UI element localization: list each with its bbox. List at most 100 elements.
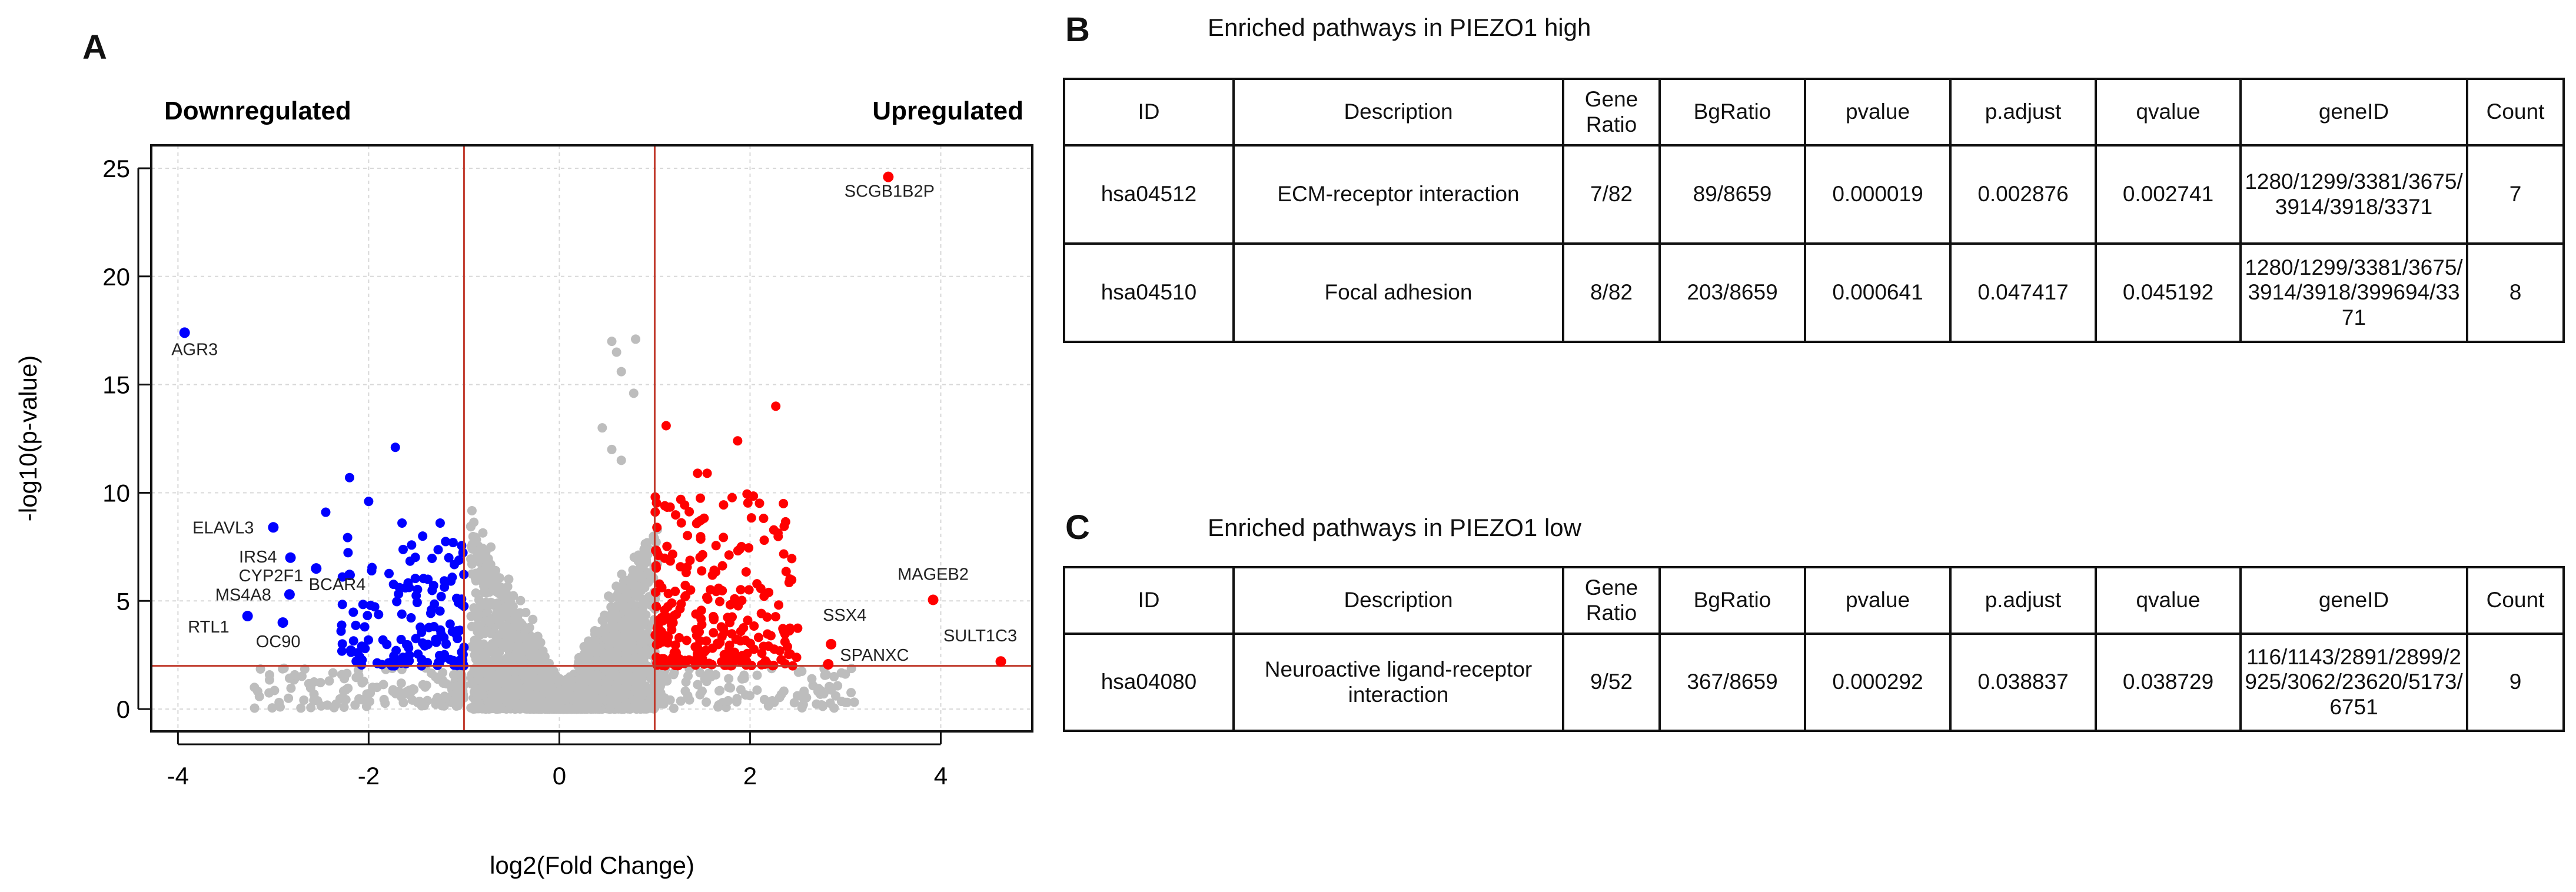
gene-label: MS4A8	[215, 585, 271, 604]
ns-point	[470, 574, 480, 584]
column-header: Gene Ratio	[1562, 78, 1661, 147]
downregulated-point	[367, 566, 377, 576]
upregulated-point	[670, 510, 680, 520]
ns-point	[528, 614, 538, 624]
upregulated-point	[660, 605, 670, 615]
ns-point	[511, 644, 521, 654]
ns-point	[527, 674, 537, 684]
ns-point	[482, 607, 492, 617]
upregulated-point	[723, 613, 733, 623]
ns-point	[481, 547, 491, 557]
ns-point	[516, 595, 526, 605]
ns-point	[471, 588, 481, 598]
ns-point	[665, 695, 675, 705]
ns-point	[446, 681, 456, 691]
upregulated-point	[652, 601, 662, 611]
ns-point	[368, 683, 378, 693]
upregulated-point	[774, 600, 784, 610]
ns-point	[630, 685, 640, 695]
points-layer	[250, 334, 859, 714]
ns-point	[570, 682, 580, 692]
upregulated-point	[702, 468, 712, 478]
upregulated-point	[744, 543, 754, 553]
downregulated-point	[457, 600, 467, 610]
upregulated-point	[676, 518, 686, 528]
table-cell: 1280/1299/3381/3675/3914/3918/3371	[2239, 144, 2468, 245]
ns-point	[515, 608, 525, 618]
ns-point	[651, 699, 661, 709]
downregulated-point	[428, 581, 438, 591]
ns-point	[286, 683, 296, 693]
ns-point	[616, 367, 626, 377]
ns-point	[636, 657, 646, 667]
downregulated-point	[444, 552, 454, 563]
column-header: Count	[2466, 78, 2565, 147]
ns-point	[548, 674, 558, 684]
ns-point	[724, 674, 734, 684]
ns-point	[284, 693, 294, 703]
upregulated-point	[724, 644, 734, 654]
upregulated-point	[719, 624, 729, 634]
ns-point	[627, 599, 637, 609]
upregulated-point	[663, 638, 673, 648]
labeled-point-agr3	[179, 327, 190, 338]
ns-point	[797, 703, 807, 713]
ns-point	[437, 701, 447, 711]
upregulated-point	[684, 507, 694, 517]
downregulated-point	[412, 597, 422, 607]
ns-point	[623, 628, 633, 638]
table-cell: hsa04080	[1063, 633, 1235, 732]
ns-point	[254, 691, 264, 701]
labeled-point-bcar4	[344, 570, 355, 581]
upregulated-point	[660, 501, 670, 511]
table-cell: 0.038729	[2095, 633, 2242, 732]
ns-point	[846, 688, 856, 698]
labeled-point-mageb2	[928, 594, 939, 605]
ns-point	[548, 666, 558, 676]
upregulated-point	[771, 401, 781, 411]
ns-point	[597, 615, 607, 625]
downregulated-point	[378, 635, 388, 645]
upregulated-point	[681, 568, 691, 578]
upregulated-point	[692, 643, 702, 653]
upregulated-point	[781, 567, 791, 577]
ns-point	[590, 626, 600, 636]
downregulated-point	[413, 649, 423, 659]
ns-point	[629, 552, 639, 563]
table-cell: 7	[2466, 144, 2565, 245]
ns-point	[553, 704, 563, 714]
ns-point	[477, 704, 487, 714]
panel-letter-c: C	[1065, 508, 1090, 547]
ns-point	[706, 672, 716, 682]
gene-label: MAGEB2	[898, 565, 969, 584]
gene-label: SULT1C3	[943, 627, 1017, 645]
upregulated-point	[782, 641, 792, 651]
downregulated-point	[401, 658, 411, 668]
table-cell: 367/8659	[1658, 633, 1806, 732]
ns-point	[621, 665, 631, 675]
ns-point	[378, 680, 388, 690]
ns-point	[316, 701, 326, 711]
ns-point	[741, 690, 751, 700]
ns-point	[514, 688, 524, 698]
ns-point	[680, 686, 690, 696]
upregulated-point	[762, 612, 772, 622]
upregulated-point	[682, 635, 692, 645]
ns-point	[789, 698, 799, 708]
downregulated-point	[436, 625, 446, 635]
ns-point	[438, 668, 448, 678]
table-cell: 8	[2466, 242, 2565, 343]
table-cell: 203/8659	[1658, 242, 1806, 343]
upregulated-point	[697, 566, 707, 576]
table-cell: ECM-receptor interaction	[1232, 144, 1564, 245]
ns-point	[421, 680, 431, 690]
upregulated-point	[703, 594, 713, 604]
ns-point	[466, 703, 476, 713]
ns-point	[767, 696, 777, 706]
gene-label: OC90	[256, 633, 301, 651]
